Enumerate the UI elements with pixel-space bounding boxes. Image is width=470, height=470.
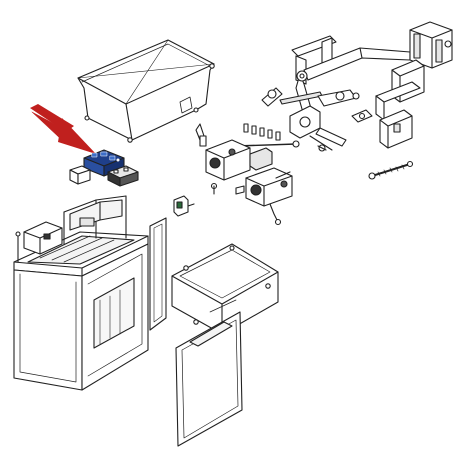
cam-linkage: [235, 105, 347, 152]
secondary-electronics-module: [69, 165, 139, 187]
base-cabinet: [13, 195, 149, 391]
bracket-plate: [351, 109, 413, 149]
side-panel: [149, 217, 167, 331]
front-door-panel: [175, 311, 243, 447]
drive-frame-assembly: [291, 21, 453, 121]
linkage-arm-assembly: [261, 70, 360, 117]
limit-switch-bracket: [173, 195, 195, 217]
mounting-frame: [171, 243, 279, 335]
motor-gearbox: [195, 123, 273, 195]
second-motor-gearbox: [235, 167, 293, 226]
cover-housing: [77, 39, 215, 143]
callout-arrow: [30, 104, 96, 154]
threaded-rod: [368, 160, 414, 180]
